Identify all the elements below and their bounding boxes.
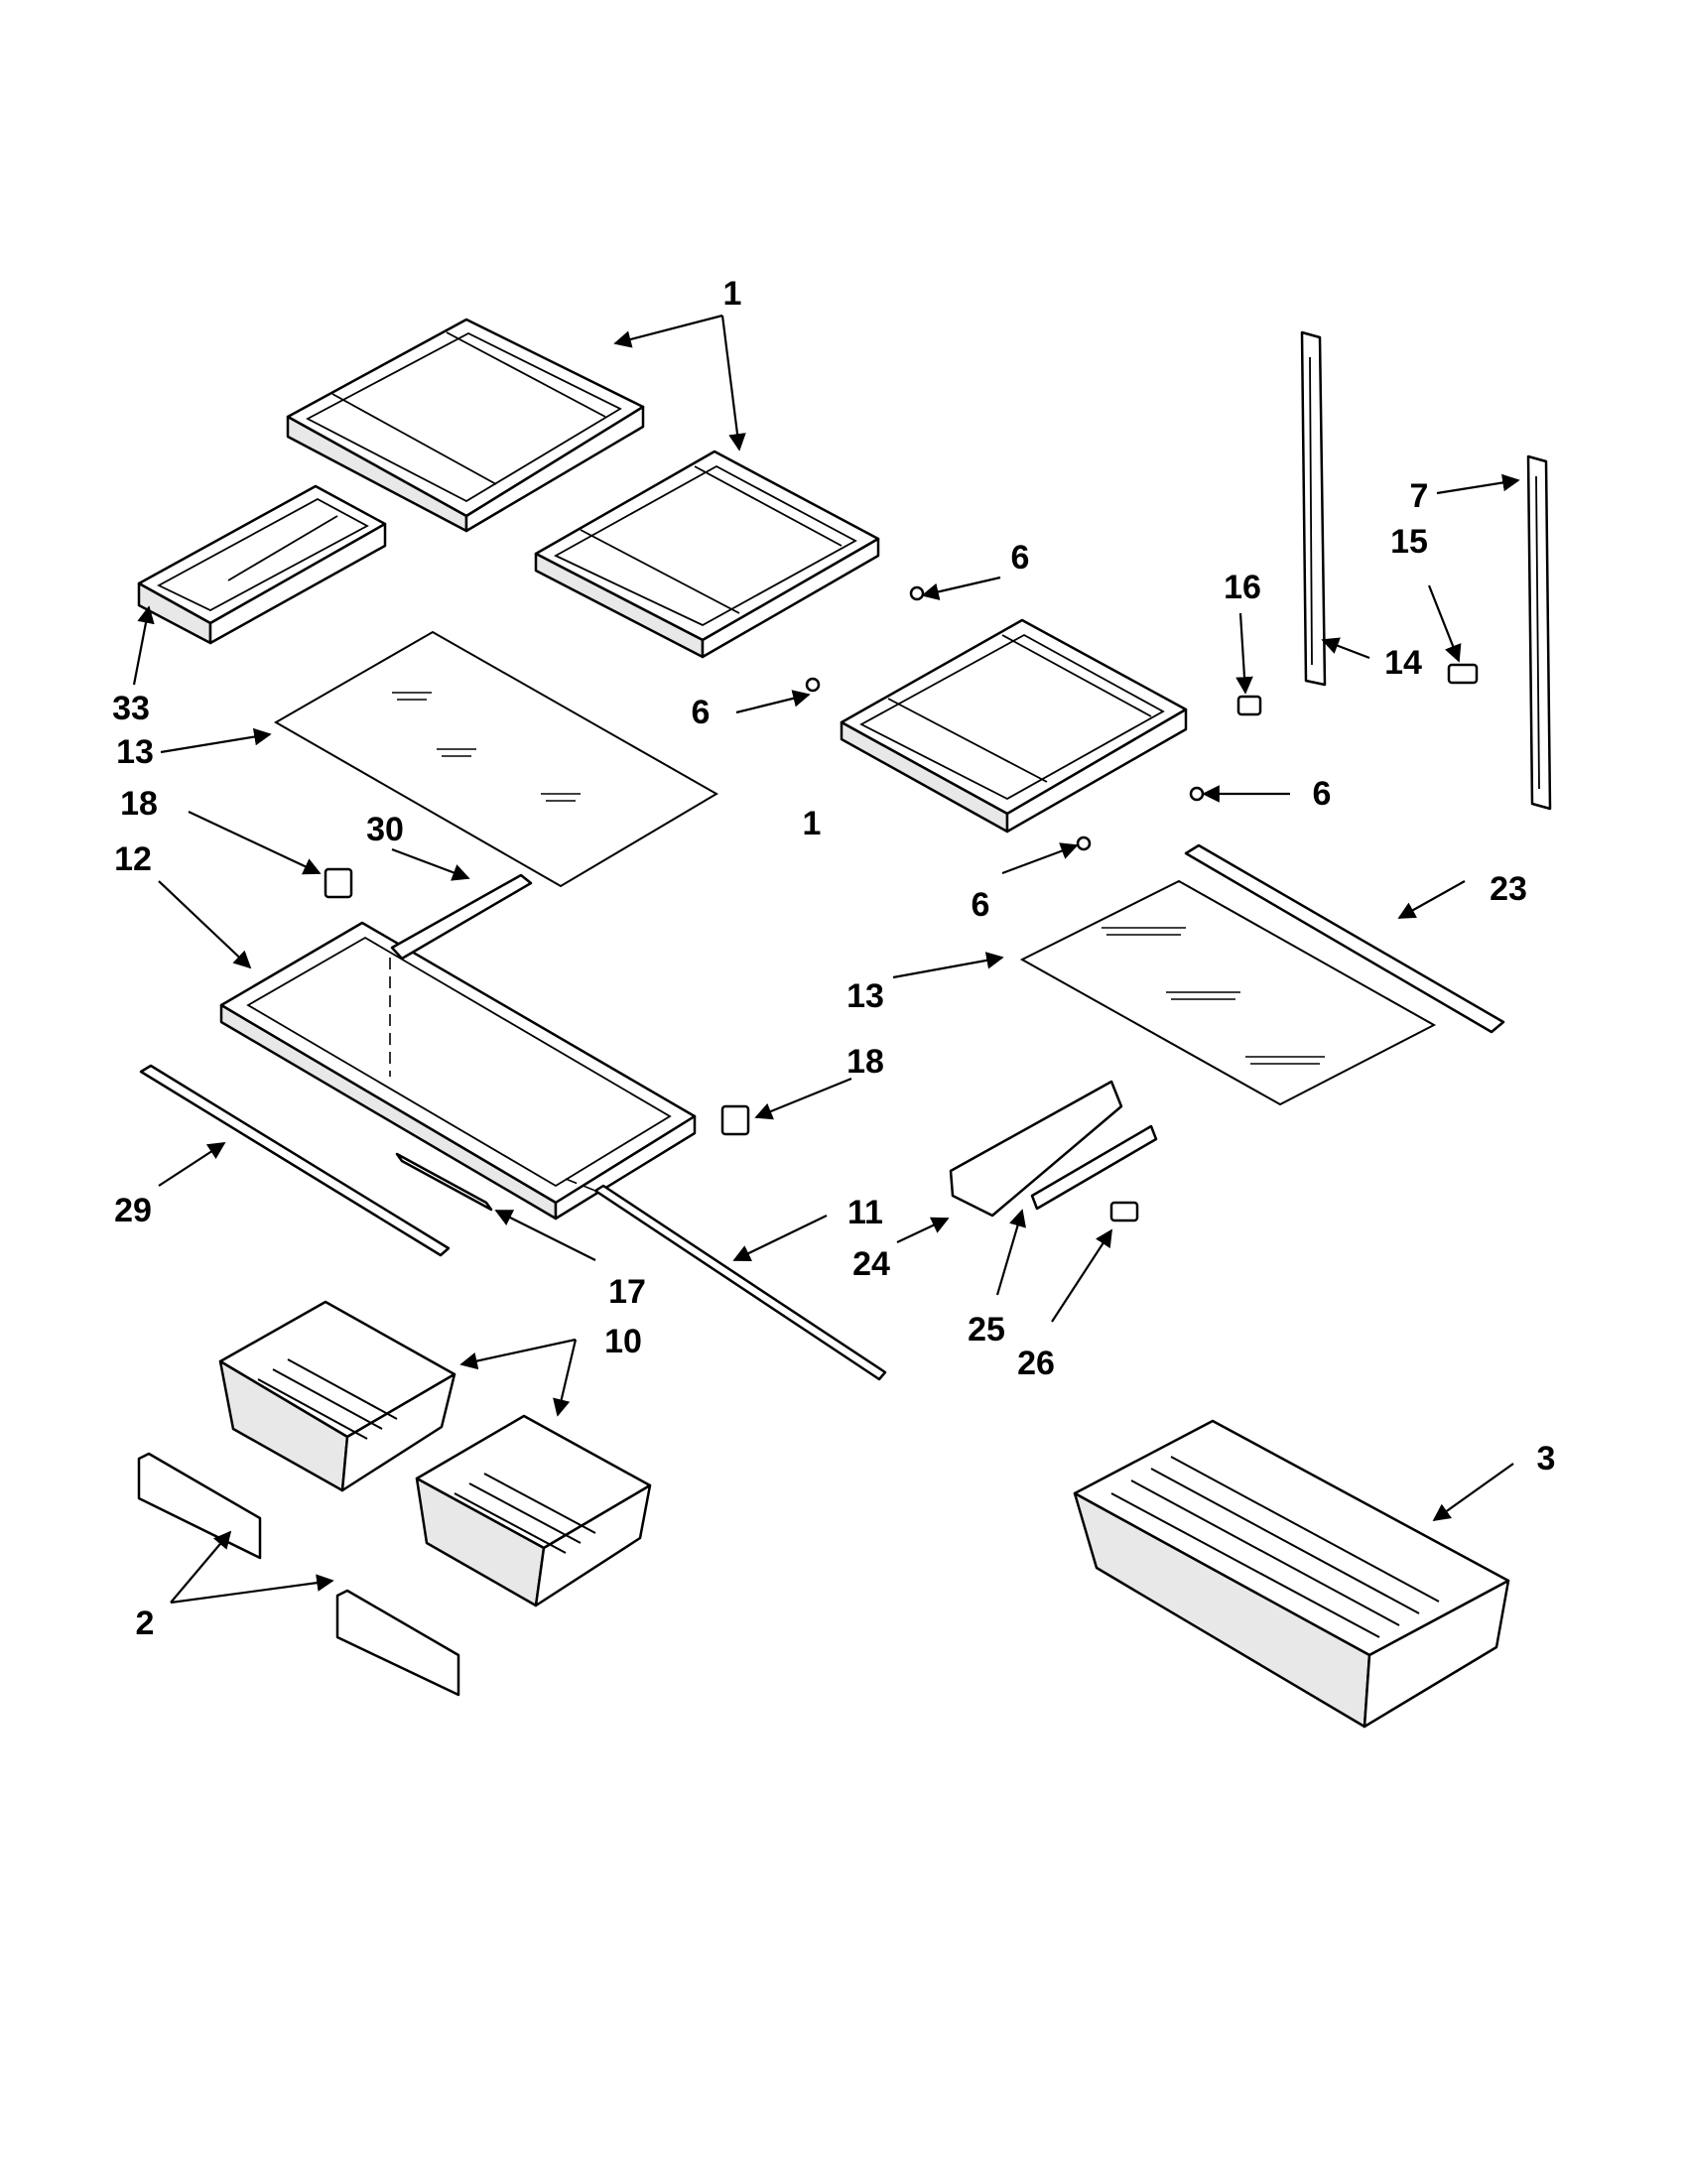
rod-11 xyxy=(565,1178,887,1381)
callout-12: 12 xyxy=(114,840,152,878)
leader-14 xyxy=(1321,637,1370,660)
callout-16: 16 xyxy=(1224,569,1261,606)
shelf-right xyxy=(840,618,1188,834)
crisper-drawer-right xyxy=(415,1414,652,1607)
leader-18a xyxy=(188,811,322,875)
pantry-drawer-3 xyxy=(1073,1419,1510,1729)
callout-6-left: 6 xyxy=(691,694,711,731)
glass-shelf-lower xyxy=(1019,879,1437,1106)
leader-12 xyxy=(158,880,252,969)
leader-15 xyxy=(1427,584,1462,663)
screw-6-a xyxy=(909,585,925,601)
callout-10: 10 xyxy=(604,1323,642,1360)
leader-25 xyxy=(995,1209,1026,1296)
leader-6d xyxy=(1001,842,1079,875)
leader-10a xyxy=(459,1338,577,1370)
callout-33: 33 xyxy=(112,690,150,727)
callout-1-top: 1 xyxy=(722,275,742,313)
callout-1-right: 1 xyxy=(802,805,822,842)
drawer-front-left xyxy=(137,1452,262,1560)
callout-18-left: 18 xyxy=(120,785,158,823)
shelf-rail-14 xyxy=(1300,330,1327,687)
leader-3 xyxy=(1432,1463,1514,1522)
leader-13b xyxy=(892,952,1004,979)
callout-13-upper: 13 xyxy=(116,733,154,771)
slide-rail-17 xyxy=(395,1152,493,1212)
callout-23: 23 xyxy=(1490,870,1527,908)
trim-strip-23 xyxy=(1184,843,1505,1034)
leader-13a xyxy=(160,727,272,754)
leader-lines xyxy=(132,314,1520,1605)
callout-26: 26 xyxy=(1017,1345,1055,1382)
shelf-small-left xyxy=(137,484,387,645)
callout-6-top: 6 xyxy=(1010,539,1030,577)
callout-3: 3 xyxy=(1536,1440,1556,1477)
screw-6-d xyxy=(1076,835,1092,851)
trim-strip-25 xyxy=(1030,1124,1158,1211)
leader-24 xyxy=(896,1217,950,1243)
leader-2b xyxy=(170,1574,334,1605)
shelf-top-left xyxy=(286,318,645,533)
leader-16 xyxy=(1235,612,1253,695)
leader-29 xyxy=(158,1142,226,1187)
callout-6-bottom: 6 xyxy=(971,886,990,924)
callout-15: 15 xyxy=(1390,523,1428,561)
callout-24: 24 xyxy=(852,1245,890,1283)
cover-18-right xyxy=(720,1104,750,1136)
leader-6b xyxy=(735,690,811,714)
screw-15 xyxy=(1447,663,1479,685)
callout-2: 2 xyxy=(135,1605,155,1642)
callout-30: 30 xyxy=(366,811,404,848)
leader-30 xyxy=(391,847,470,881)
leader-10b xyxy=(553,1339,578,1417)
crisper-drawer-left xyxy=(218,1300,456,1492)
drawer-front-right xyxy=(335,1589,460,1697)
leader-26 xyxy=(1051,1228,1112,1323)
leader-2a xyxy=(170,1530,232,1604)
leader-7 xyxy=(1436,473,1520,495)
screw-6-c xyxy=(1189,786,1205,802)
callout-14: 14 xyxy=(1384,644,1422,682)
shelf-rail-7 xyxy=(1526,454,1552,811)
leader-1b xyxy=(720,315,746,451)
callout-6-right: 6 xyxy=(1312,775,1332,813)
leader-6a xyxy=(921,576,1001,601)
screw-16 xyxy=(1236,695,1262,716)
leader-1a xyxy=(613,314,723,348)
callout-29: 29 xyxy=(114,1192,152,1229)
slide-rail-30 xyxy=(389,873,533,1077)
slide-frame-12 xyxy=(219,921,697,1220)
callout-17: 17 xyxy=(608,1273,646,1311)
leader-33 xyxy=(132,605,155,686)
trim-strip-29 xyxy=(139,1064,451,1257)
callout-18-right: 18 xyxy=(846,1043,884,1081)
bracket-24 xyxy=(949,1080,1123,1218)
leader-17 xyxy=(494,1210,596,1261)
shelf-top-middle xyxy=(534,450,880,659)
glass-shelf-upper xyxy=(273,630,718,888)
callout-11: 11 xyxy=(847,1194,883,1231)
leader-11 xyxy=(732,1215,828,1262)
callout-25: 25 xyxy=(968,1311,1005,1349)
leader-23 xyxy=(1397,880,1466,919)
callout-13-lower: 13 xyxy=(846,977,884,1015)
screw-6-b xyxy=(805,677,821,693)
screw-26 xyxy=(1109,1201,1139,1222)
callout-7: 7 xyxy=(1409,477,1429,515)
leader-18b xyxy=(754,1077,852,1120)
cover-18-left xyxy=(324,867,353,899)
